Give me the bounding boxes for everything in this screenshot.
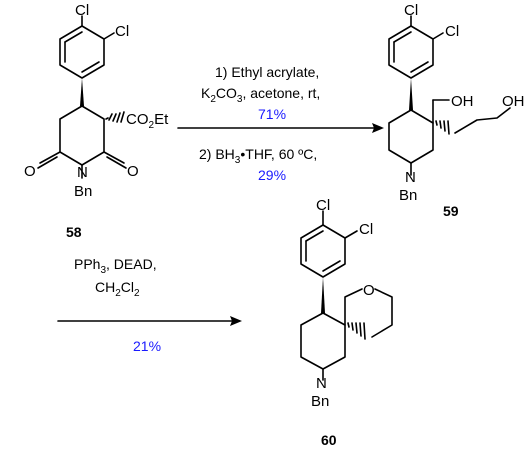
step2-conditions: 2) BH3•THF, 60 ºC, — [199, 146, 317, 166]
label-59-oh-2: OH — [502, 93, 525, 110]
label-58-o-right: O — [127, 163, 139, 180]
label-59-n: N — [405, 169, 416, 186]
label-60-cl-side: Cl — [359, 221, 373, 238]
label-58-co2et: CO2Et — [126, 111, 169, 131]
structure-59 — [388, 15, 511, 176]
label-59-oh-1: OH — [451, 93, 474, 110]
label-59-cl-top: Cl — [404, 2, 418, 19]
label-60-bn: Bn — [311, 393, 329, 410]
label-60-cl-top: Cl — [316, 197, 330, 214]
label-58-cl-side: Cl — [115, 23, 129, 40]
step3-yield: 21% — [133, 338, 161, 354]
step1-yield: 71% — [258, 106, 286, 122]
step3-reagents: PPh3, DEAD, — [74, 256, 157, 276]
arrow-head-1 — [372, 123, 384, 133]
label-58-bn: Bn — [74, 183, 92, 200]
label-58-cl-top: Cl — [75, 2, 89, 19]
compound-number-58: 58 — [66, 224, 82, 240]
step1-reagent: 1) Ethyl acrylate, — [215, 64, 319, 80]
compound-number-59: 59 — [443, 203, 459, 219]
step1-conditions: K2CO3, acetone, rt, — [201, 85, 320, 105]
structure-60 — [300, 210, 393, 381]
label-60-o: O — [363, 282, 375, 299]
label-59-bn: Bn — [399, 187, 417, 204]
step2-yield: 29% — [258, 167, 286, 183]
label-60-n: N — [316, 375, 327, 392]
label-58-o-left: O — [24, 163, 36, 180]
label-59-cl-side: Cl — [445, 23, 459, 40]
structure-58 — [37, 15, 127, 179]
arrow-head-2 — [230, 316, 242, 326]
step3-solvent: CH2Cl2 — [95, 279, 140, 299]
compound-number-60: 60 — [321, 432, 337, 448]
label-58-n: N — [77, 164, 88, 181]
